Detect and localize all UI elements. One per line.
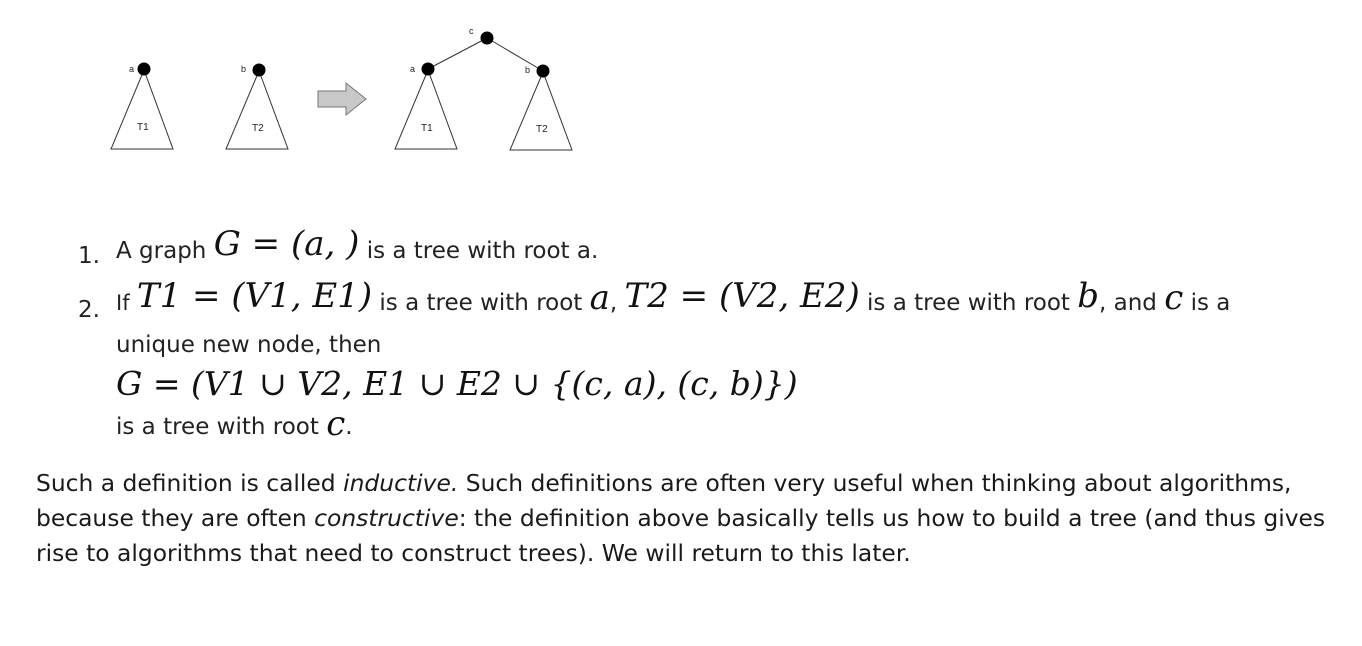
item2-math-c: c <box>1164 278 1184 318</box>
list-item-2-line4: is a tree with root c. <box>116 406 353 442</box>
right-tree-1-subtree <box>394 68 458 150</box>
explanation-paragraph: Such a definition is called inductive. S… <box>36 466 1336 571</box>
list-item-1: A graph G = (a, ) is a tree with root a. <box>116 222 598 266</box>
left-tree-1-root-label: a <box>129 64 134 74</box>
left-tree-1: a T1 <box>110 62 174 150</box>
right-tree-1-subtree-label: T1 <box>421 123 433 134</box>
tree-construction-diagram: a T1 b T2 c a T1 b T2 <box>110 26 573 151</box>
left-tree-1-subtree <box>110 68 174 150</box>
right-tree-1-root-node <box>421 62 435 76</box>
list-number-1: 1. <box>78 243 100 269</box>
list-item-2-line2: unique new node, then <box>116 332 382 358</box>
para-em-constructive: constructive <box>314 504 459 532</box>
item2-line4-end: . <box>345 414 353 440</box>
right-tree-2-subtree-label: T2 <box>536 124 548 135</box>
edge-c-a <box>427 37 488 70</box>
item2-math-t2: T2 = (V2, E2) <box>624 276 860 316</box>
right-tree-1-root-label: a <box>410 64 415 74</box>
item2-prefix: If <box>116 291 130 315</box>
item2-math-a: a <box>589 278 610 318</box>
item2-formula: G = (V1 ∪ V2, E1 ∪ E2 ∪ {(c, a), (c, b)}… <box>116 364 798 403</box>
item1-math: G = (a, ) <box>213 224 360 264</box>
item1-suffix: is a tree with root a. <box>366 238 599 264</box>
new-root-label: c <box>469 26 474 36</box>
item2-math-b: b <box>1077 276 1100 316</box>
item2-text2: is a tree with root <box>867 290 1070 316</box>
right-tree-2-root-label: b <box>525 65 530 75</box>
left-tree-2-root-node <box>252 63 266 77</box>
para-part2: Such definitions are often very useful w… <box>36 469 1292 532</box>
left-tree-2-root-label: b <box>241 64 246 74</box>
list-item-2-line1: If T1 = (V1, E1) is a tree with root a , … <box>116 274 1230 318</box>
para-em-inductive: inductive. <box>343 469 459 497</box>
right-tree-2-subtree <box>509 70 573 151</box>
transform-arrow-icon <box>317 81 367 117</box>
item2-comma: , <box>609 290 618 316</box>
left-tree-2-subtree-label: T2 <box>252 123 264 134</box>
left-tree-1-subtree-label: T1 <box>137 122 149 133</box>
right-tree-2-root-node <box>536 64 550 78</box>
item2-math-t1: T1 = (V1, E1) <box>136 276 373 316</box>
left-tree-2: b T2 <box>225 63 289 150</box>
edge-c-b <box>486 37 544 72</box>
item1-prefix: A graph <box>116 238 207 264</box>
para-part3: : the definition above basically tells u… <box>36 504 1326 567</box>
list-number-2: 2. <box>78 297 100 323</box>
item2-text1: is a tree with root <box>379 290 583 316</box>
left-tree-1-root-node <box>137 62 151 76</box>
right-combined-tree: c a T1 b T2 <box>394 26 573 151</box>
left-tree-2-subtree <box>225 69 289 150</box>
item2-text4: is a <box>1190 290 1231 316</box>
item2-line4-text: is a tree with root <box>116 414 319 440</box>
para-part1: Such a definition is called <box>36 469 344 497</box>
item2-text3: , and <box>1099 290 1157 316</box>
item2-line4-math-c: c <box>326 404 346 444</box>
new-root-node <box>480 31 494 45</box>
